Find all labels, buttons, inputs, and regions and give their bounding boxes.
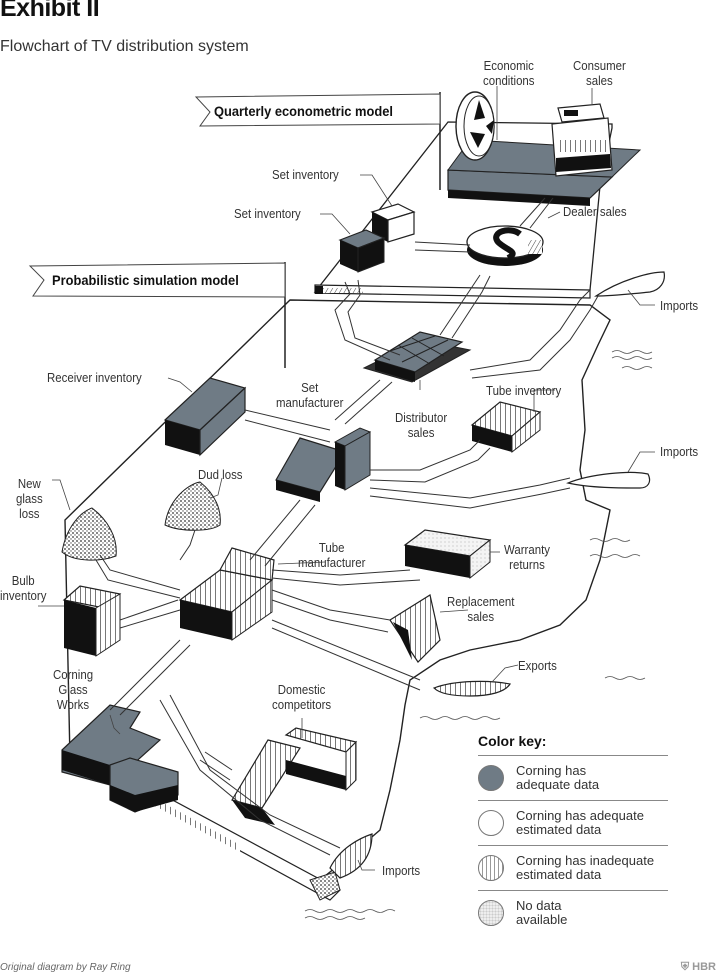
leader-lines xyxy=(38,86,655,871)
domestic-competitors-block xyxy=(231,727,358,825)
key-label: Corning has inadequate estimated data xyxy=(516,853,655,882)
label-new-glass-loss: New glass loss xyxy=(16,476,43,521)
key-item-adequate: Corning has adequate data xyxy=(478,756,668,801)
nodata-swatch-icon xyxy=(478,900,504,926)
publisher-name: HBR xyxy=(692,961,716,973)
set-manufacturer-block xyxy=(275,427,372,502)
key-label: Corning has adequate data xyxy=(516,763,600,792)
label-warranty-returns: Warranty returns xyxy=(504,542,550,572)
key-item-inadequate: Corning has inadequate estimated data xyxy=(478,846,668,891)
adequate-swatch-icon xyxy=(478,765,504,791)
diagram-subtitle: Flowchart of TV distribution system xyxy=(0,38,249,55)
receiver-inventory-block xyxy=(163,377,247,457)
label-dealer-sales: Dealer sales xyxy=(563,204,627,219)
import-boat-2 xyxy=(566,471,651,489)
import-boat-1 xyxy=(594,271,665,297)
label-set-inventory-lower: Set inventory xyxy=(234,206,301,221)
import-boat-3 xyxy=(329,833,373,879)
label-exports: Exports xyxy=(518,658,557,673)
key-item-nodata: No data available xyxy=(478,891,668,935)
set-inventory-box-upper xyxy=(370,203,416,243)
label-imports-2: Imports xyxy=(660,444,699,459)
dollar-disk-icon xyxy=(466,225,544,266)
dud-loss-pile xyxy=(164,481,221,531)
label-economic-conditions: Economic conditions xyxy=(483,58,535,88)
inadequate-swatch-icon xyxy=(478,855,504,881)
tube-inventory-block xyxy=(470,401,542,454)
set-inventory-box-lower xyxy=(338,229,386,273)
bulb-inventory-block xyxy=(62,585,122,657)
probabilistic-model-label: Probabilistic simulation model xyxy=(52,272,239,288)
label-receiver-inventory: Receiver inventory xyxy=(47,370,142,385)
distributor-sales-block xyxy=(362,331,472,383)
hbr-logo: ⛨ HBR xyxy=(681,961,716,974)
label-distributor-sales: Distributor sales xyxy=(395,410,448,440)
corning-glass-works-block xyxy=(61,704,179,813)
quarterly-banner xyxy=(194,93,441,127)
label-imports-1: Imports xyxy=(660,298,699,313)
label-set-manufacturer: Set manufacturer xyxy=(276,380,344,410)
water-ripples xyxy=(304,350,653,920)
label-corning-glass-works: Corning Glass Works xyxy=(53,667,94,712)
label-imports-3: Imports xyxy=(382,863,421,878)
key-item-estimated: Corning has adequate estimated data xyxy=(478,801,668,846)
estimated-swatch-icon xyxy=(478,810,504,836)
label-bulb-inventory: Bulb inventory xyxy=(0,573,47,603)
exhibit-title: Exhibit II xyxy=(0,0,100,22)
export-boat xyxy=(432,680,511,697)
label-tube-inventory: Tube inventory xyxy=(486,383,562,398)
diagram-credit: Original diagram by Ray Ring xyxy=(0,962,131,973)
new-glass-loss-pile xyxy=(61,507,117,561)
flow-arrows xyxy=(95,197,599,856)
shield-icon: ⛨ xyxy=(680,961,693,973)
probabilistic-banner xyxy=(28,262,286,298)
cash-register-icon xyxy=(551,103,613,177)
tube-manufacturer-block xyxy=(178,547,275,641)
label-set-inventory-upper: Set inventory xyxy=(272,167,339,182)
label-consumer-sales: Consumer sales xyxy=(573,58,626,88)
warranty-returns-block xyxy=(403,529,492,580)
key-label: Corning has adequate estimated data xyxy=(516,808,644,837)
color-key-title: Color key: xyxy=(478,733,668,756)
label-dud-loss: Dud loss xyxy=(198,467,243,482)
key-label: No data available xyxy=(516,898,568,927)
label-domestic-competitors: Domestic competitors xyxy=(272,682,332,712)
color-key: Color key: Corning has adequate data Cor… xyxy=(478,733,668,935)
label-tube-manufacturer: Tube manufacturer xyxy=(298,540,366,570)
label-replacement-sales: Replacement sales xyxy=(447,594,515,624)
replacement-sales-icon xyxy=(389,594,441,663)
film-reel-icon xyxy=(455,91,495,161)
quarterly-model-label: Quarterly econometric model xyxy=(214,103,393,119)
